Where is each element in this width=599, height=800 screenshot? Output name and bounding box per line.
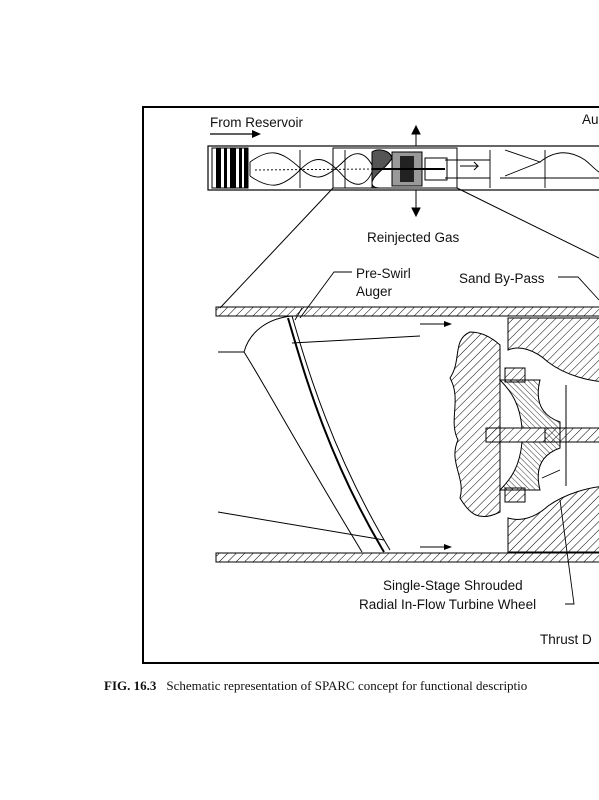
reservoir-arrow bbox=[210, 130, 261, 138]
label-from-reservoir: From Reservoir bbox=[210, 115, 304, 130]
caption-text: Schematic representation of SPARC concep… bbox=[166, 678, 528, 693]
leader-lines bbox=[294, 271, 599, 605]
intake-block bbox=[211, 147, 249, 189]
nose-cone bbox=[449, 331, 501, 517]
turbine-shroud-upper bbox=[507, 317, 599, 382]
turbine-shroud-lower bbox=[507, 486, 599, 553]
caption-number: FIG. 16.3 bbox=[104, 678, 157, 693]
pre-swirl-auger bbox=[217, 315, 421, 553]
label-reinjected-gas: Reinjected Gas bbox=[367, 230, 460, 245]
label-turbine-line1: Single-Stage Shrouded bbox=[383, 578, 523, 593]
label-auger: Auger bbox=[356, 284, 393, 299]
turbine-cluster bbox=[371, 149, 490, 189]
tool-overview bbox=[207, 145, 599, 191]
label-sand-bypass: Sand By-Pass bbox=[459, 271, 545, 286]
label-thrust: Thrust D bbox=[540, 632, 592, 647]
zoom-lines bbox=[219, 187, 599, 309]
label-top-right: Au bbox=[582, 112, 599, 127]
label-pre-swirl: Pre-Swirl bbox=[356, 266, 411, 281]
reinjected-gas-arrows bbox=[411, 124, 421, 218]
label-turbine-line2: Radial In-Flow Turbine Wheel bbox=[359, 597, 536, 612]
detail-view bbox=[215, 306, 599, 563]
figure-caption: FIG. 16.3 Schematic representation of SPA… bbox=[104, 678, 599, 694]
auger-helix bbox=[249, 150, 373, 188]
flow-arrows bbox=[420, 321, 452, 550]
shaft bbox=[485, 385, 599, 486]
